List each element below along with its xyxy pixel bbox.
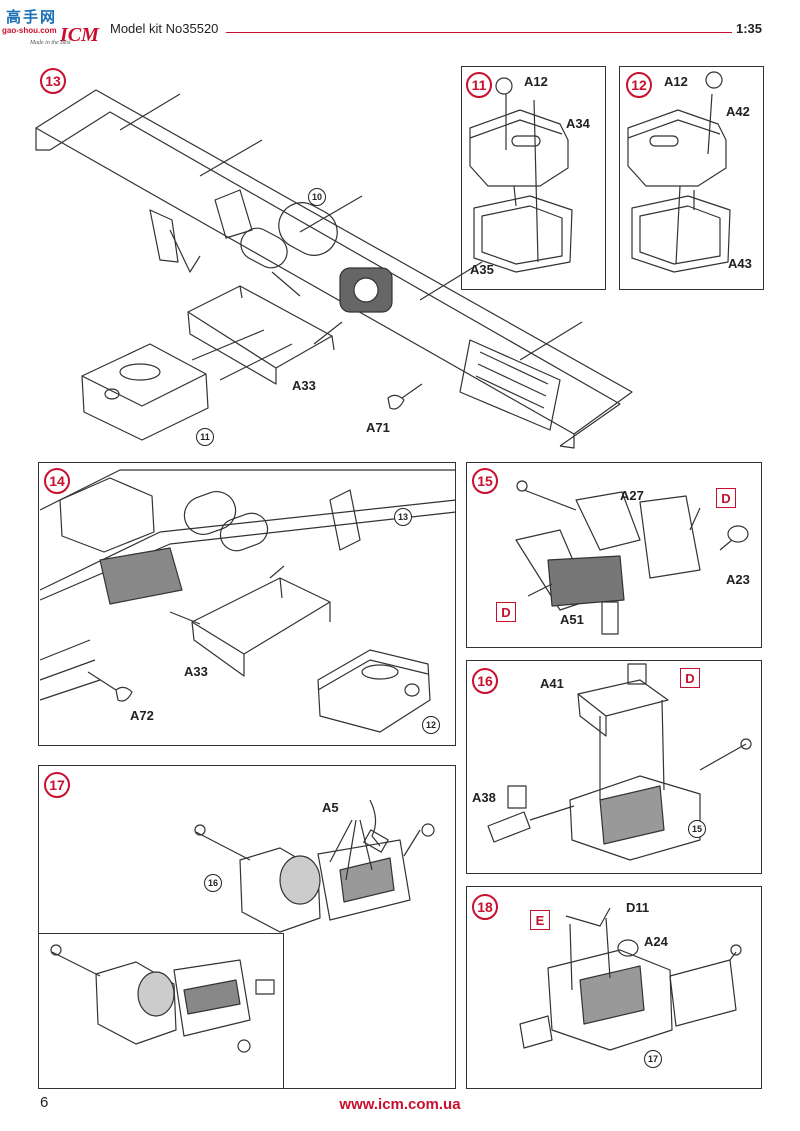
scale-label: 1:35 <box>735 21 762 36</box>
step-16-ref-15: 15 <box>688 820 706 838</box>
step-13-ref-11: 11 <box>196 428 214 446</box>
header-rule <box>226 32 732 33</box>
icm-logo: ICM <box>60 24 99 46</box>
step-14-badge: 14 <box>44 468 70 494</box>
step-11-label-a34: A34 <box>566 116 590 131</box>
step-14-frame <box>38 462 456 746</box>
step-14-ref-13: 13 <box>394 508 412 526</box>
step-15-tag-d-top: D <box>716 488 736 508</box>
step-12-label-a43: A43 <box>728 256 752 271</box>
step-15-label-a23: A23 <box>726 572 750 587</box>
logo-site-text: gao-shou.com <box>2 26 57 35</box>
step-13-label-a33: A33 <box>292 378 316 393</box>
step-14-label-a33: A33 <box>184 664 208 679</box>
step-14-ref-12: 12 <box>422 716 440 734</box>
step-15-label-a27: A27 <box>620 488 644 503</box>
step-16-label-a38: A38 <box>472 790 496 805</box>
kit-title: Model kit No35520 <box>110 21 219 36</box>
step-15-tag-d-bottom: D <box>496 602 516 622</box>
step-17-ref-16: 16 <box>204 874 222 892</box>
step-13-badge: 13 <box>40 68 66 94</box>
step-16-tag-d: D <box>680 668 700 688</box>
step-18-badge: 18 <box>472 894 498 920</box>
logo-tagline: Made in the Best <box>30 40 71 46</box>
step-18-frame <box>466 886 762 1089</box>
step-16-badge: 16 <box>472 668 498 694</box>
step-16-label-a41: A41 <box>540 676 564 691</box>
logo-cn-text: 高手网 <box>6 9 58 26</box>
step-11-label-a12: A12 <box>524 74 548 89</box>
step-12-label-a12: A12 <box>664 74 688 89</box>
step-15-frame <box>466 462 762 648</box>
step-15-label-a51: A51 <box>560 612 584 627</box>
step-13-ref-10: 10 <box>308 188 326 206</box>
step-12-badge: 12 <box>626 72 652 98</box>
step-14-label-a72: A72 <box>130 708 154 723</box>
step-18-label-d11: D11 <box>626 900 650 915</box>
step-18-tag-e: E <box>530 910 550 930</box>
step-11-label-a35: A35 <box>470 262 494 277</box>
step-18-label-a24: A24 <box>644 934 668 949</box>
step-15-badge: 15 <box>472 468 498 494</box>
step-17-label-a5: A5 <box>322 800 339 815</box>
step-17-badge: 17 <box>44 772 70 798</box>
page-number: 6 <box>40 1094 49 1111</box>
footer-website-link[interactable]: www.icm.com.ua <box>339 1096 461 1113</box>
step-13-label-a71: A71 <box>366 420 390 435</box>
step-11-frame <box>461 66 606 290</box>
step-12-label-a42: A42 <box>726 104 750 119</box>
step-16-frame <box>466 660 762 874</box>
step-18-ref-17: 17 <box>644 1050 662 1068</box>
step-12-frame <box>619 66 764 290</box>
step-11-badge: 11 <box>466 72 492 98</box>
